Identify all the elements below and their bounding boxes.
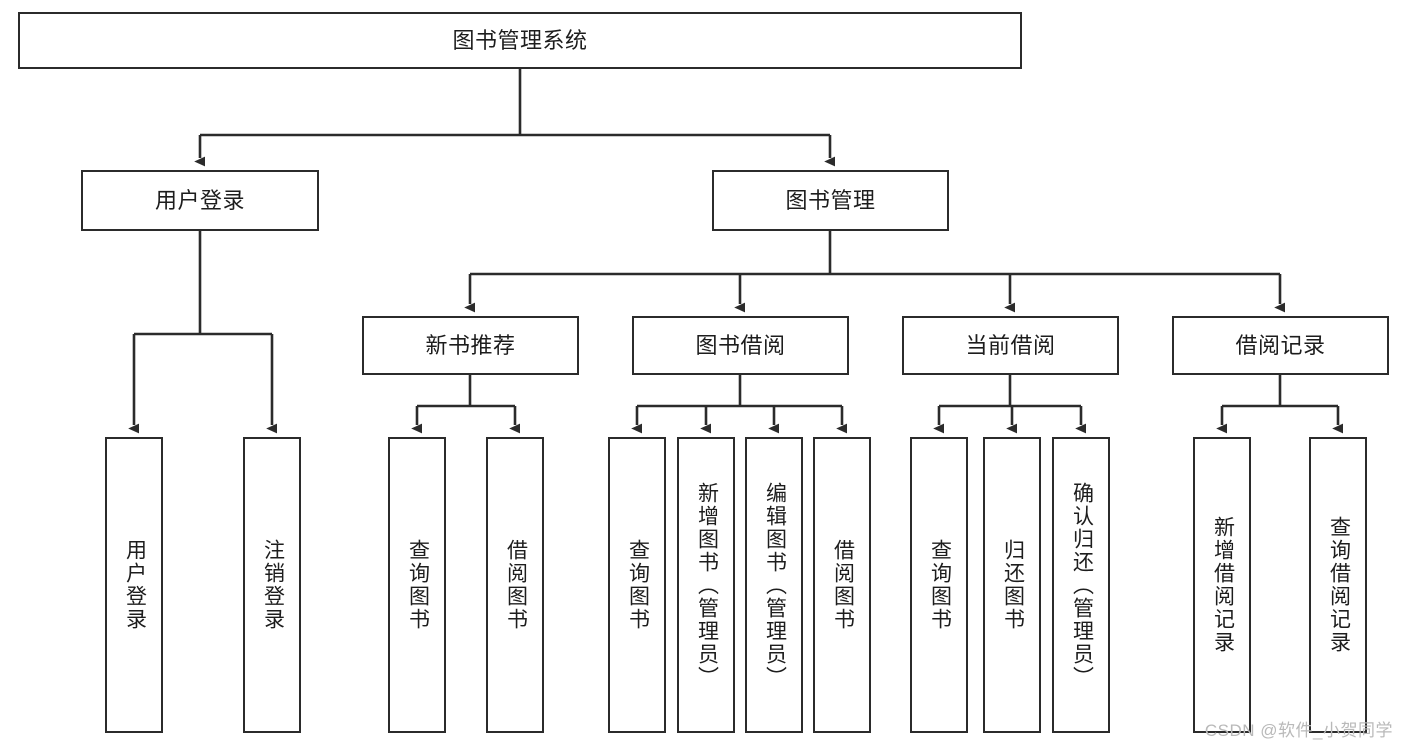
node-leaf-add-book-label: 新增图书（管理员） xyxy=(695,481,719,689)
node-leaf-logout-label: 注销登录 xyxy=(261,539,285,631)
node-leaf-logout[interactable]: 注销登录 xyxy=(243,437,301,733)
node-leaf-borrow-book-2[interactable]: 借阅图书 xyxy=(813,437,871,733)
node-book-manage-label: 图书管理 xyxy=(785,187,876,213)
watermark-text: CSDN @软件_小贺同学 xyxy=(1204,721,1393,740)
node-leaf-edit-book[interactable]: 编辑图书（管理员） xyxy=(745,437,803,733)
node-user-login[interactable]: 用户登录 xyxy=(81,170,319,231)
node-leaf-borrow-book-1[interactable]: 借阅图书 xyxy=(486,437,544,733)
node-leaf-edit-book-label: 编辑图书（管理员） xyxy=(763,481,787,689)
node-leaf-borrow-book-2-label: 借阅图书 xyxy=(831,539,855,631)
node-leaf-confirm-return-label: 确认归还（管理员） xyxy=(1070,481,1094,689)
node-user-login-label: 用户登录 xyxy=(154,187,245,213)
node-leaf-query-book-1[interactable]: 查询图书 xyxy=(388,437,446,733)
node-current-borrow-label: 当前借阅 xyxy=(965,332,1056,358)
node-leaf-add-record-label: 新增借阅记录 xyxy=(1211,516,1235,654)
node-leaf-query-book-1-label: 查询图书 xyxy=(406,539,430,631)
node-leaf-query-book-2[interactable]: 查询图书 xyxy=(608,437,666,733)
node-root[interactable]: 图书管理系统 xyxy=(18,12,1022,69)
node-borrow-record[interactable]: 借阅记录 xyxy=(1172,316,1389,375)
node-leaf-borrow-book-1-label: 借阅图书 xyxy=(504,539,528,631)
node-leaf-return-book[interactable]: 归还图书 xyxy=(983,437,1041,733)
node-leaf-user-login-label: 用户登录 xyxy=(123,539,147,631)
node-leaf-return-book-label: 归还图书 xyxy=(1001,539,1025,631)
node-root-label: 图书管理系统 xyxy=(452,27,588,53)
node-leaf-query-book-3-label: 查询图书 xyxy=(928,539,952,631)
node-current-borrow[interactable]: 当前借阅 xyxy=(902,316,1119,375)
node-book-borrow-label: 图书借阅 xyxy=(695,332,786,358)
node-leaf-query-book-2-label: 查询图书 xyxy=(626,539,650,631)
node-leaf-query-book-3[interactable]: 查询图书 xyxy=(910,437,968,733)
node-new-book-recommend[interactable]: 新书推荐 xyxy=(362,316,579,375)
node-book-borrow[interactable]: 图书借阅 xyxy=(632,316,849,375)
node-leaf-query-record-label: 查询借阅记录 xyxy=(1327,516,1351,654)
node-leaf-query-record[interactable]: 查询借阅记录 xyxy=(1309,437,1367,733)
node-leaf-user-login[interactable]: 用户登录 xyxy=(105,437,163,733)
node-book-manage[interactable]: 图书管理 xyxy=(712,170,949,231)
node-leaf-confirm-return[interactable]: 确认归还（管理员） xyxy=(1052,437,1110,733)
node-leaf-add-record[interactable]: 新增借阅记录 xyxy=(1193,437,1251,733)
node-new-book-recommend-label: 新书推荐 xyxy=(425,332,516,358)
node-leaf-add-book[interactable]: 新增图书（管理员） xyxy=(677,437,735,733)
node-borrow-record-label: 借阅记录 xyxy=(1235,332,1326,358)
